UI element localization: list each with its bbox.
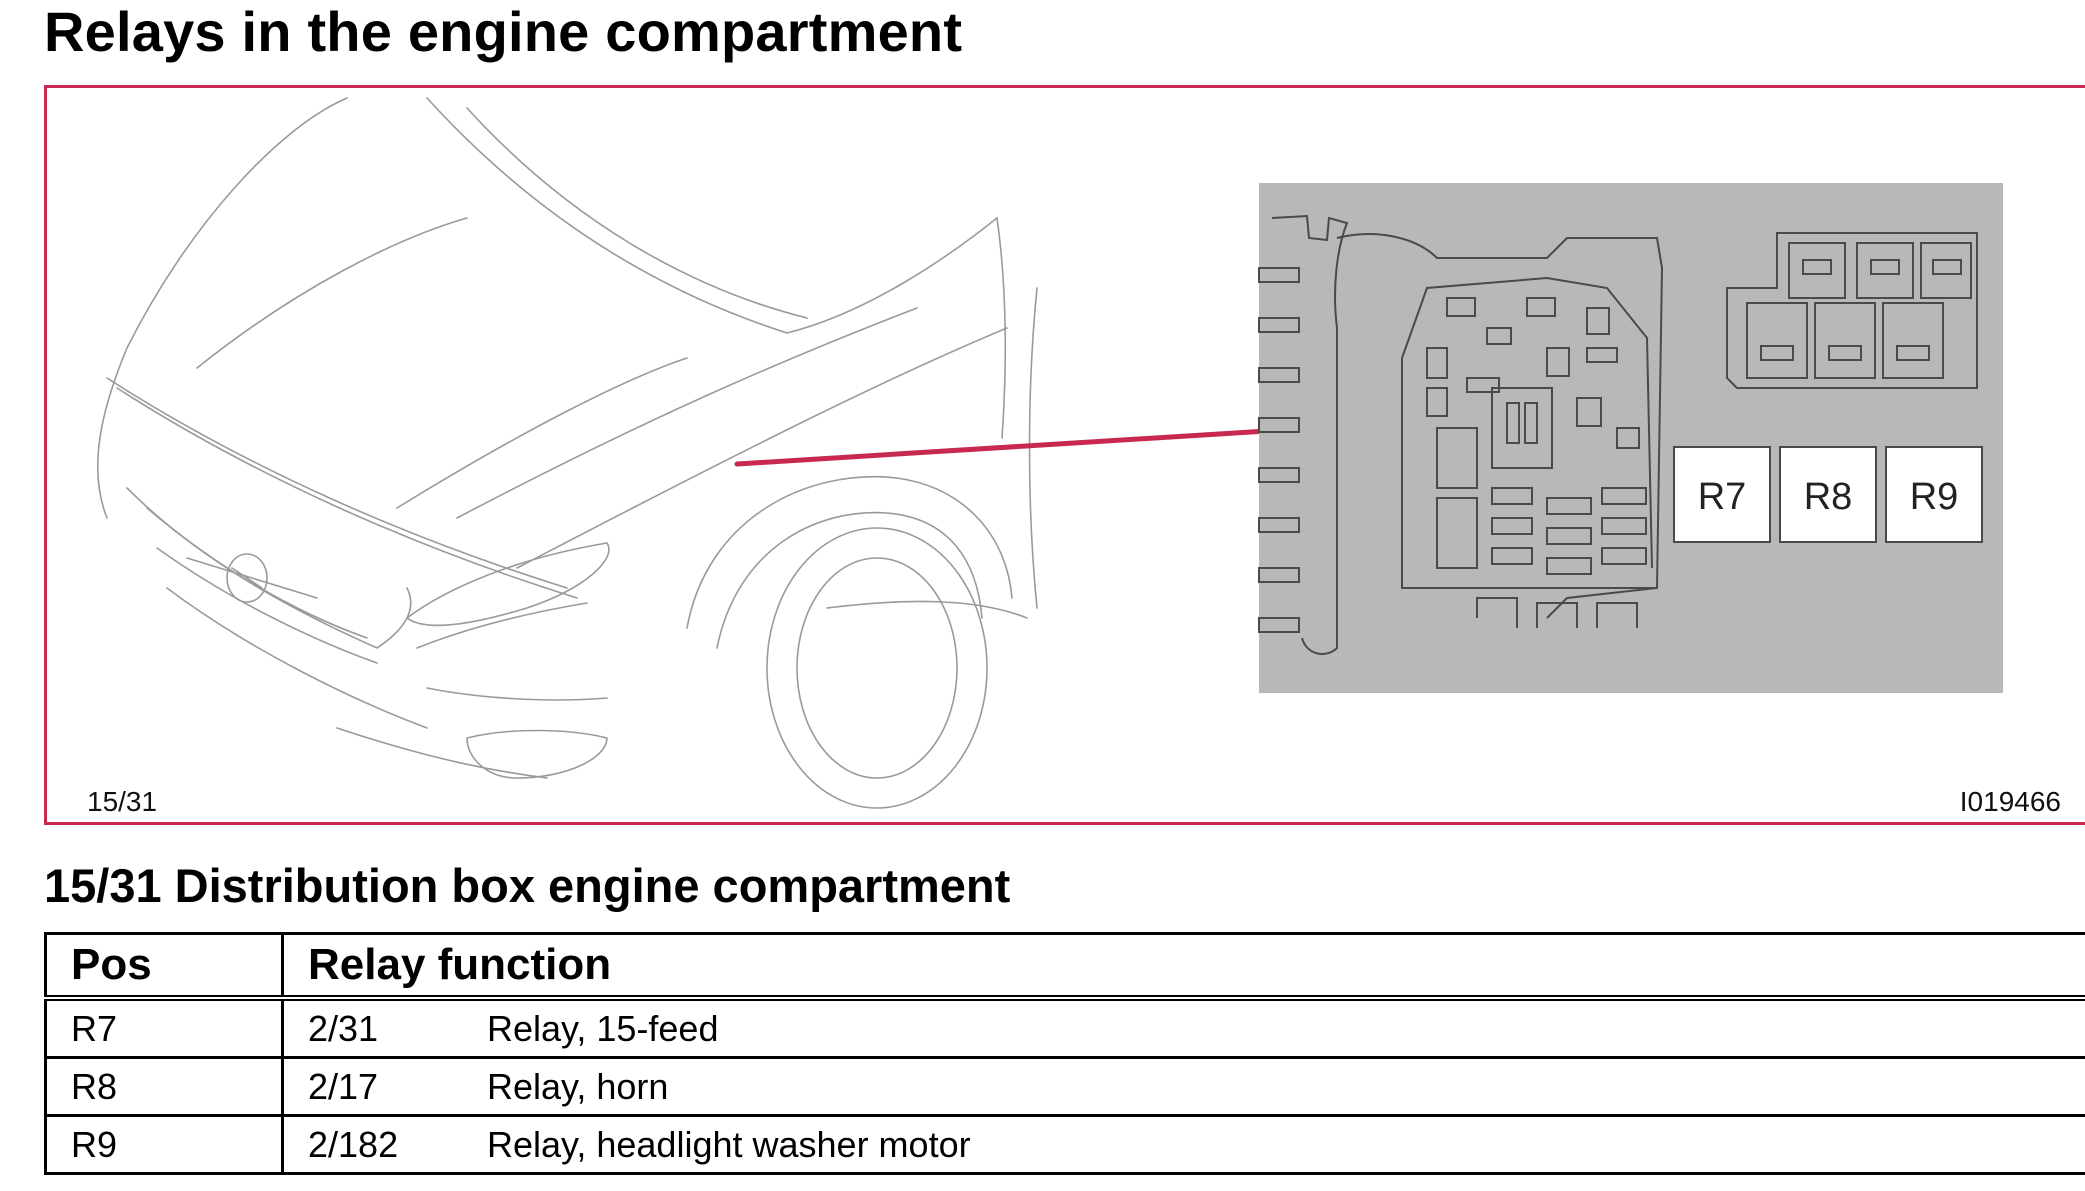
relay-box-r8 (1779, 446, 1877, 543)
relay-box-r7 (1673, 446, 1771, 543)
page-title: Relays in the engine compartment (44, 0, 963, 63)
cell-pos: R7 (44, 996, 284, 1059)
cell-code: 2/17 (282, 1056, 463, 1117)
car-illustration (97, 97, 1038, 809)
cell-function: Relay, headlight washer motor (463, 1114, 2085, 1175)
cell-function: Relay, 15-feed (463, 996, 2085, 1059)
table-row: R8 2/17 Relay, horn (44, 1056, 2085, 1117)
relay-table: Pos Relay function R7 2/31 Relay, 15-fee… (44, 932, 2085, 1175)
distribution-box-panel: R7 R8 R9 (1258, 183, 2003, 693)
relay-label-r7: R7 (1698, 476, 1747, 518)
table-row: R7 2/31 Relay, 15-feed (44, 996, 2085, 1059)
table-header-row: Pos Relay function (44, 932, 2085, 1001)
section-title: 15/31 Distribution box engine compartmen… (44, 859, 1011, 912)
header-pos: Pos (44, 932, 284, 1001)
table-row: R9 2/182 Relay, headlight washer motor (44, 1114, 2085, 1175)
panel-background (1259, 183, 2003, 693)
header-relay-function: Relay function (282, 932, 2085, 1001)
figure-ref-left: 15/31 (87, 786, 158, 817)
engine-compartment-figure: R7 R8 R9 15/31 I019466 (44, 85, 2085, 825)
cell-code: 2/182 (282, 1114, 463, 1175)
cell-code: 2/31 (282, 996, 463, 1059)
pointer-line (734, 425, 1318, 467)
figure-ref-right: I019466 (1959, 786, 2061, 817)
relay-box-r9 (1885, 446, 1983, 543)
cell-pos: R8 (44, 1056, 284, 1117)
figure-drawing: R7 R8 R9 (97, 97, 2003, 809)
relay-label-r8: R8 (1804, 476, 1853, 518)
cell-function: Relay, horn (463, 1056, 2085, 1117)
cell-pos: R9 (44, 1114, 284, 1175)
relay-label-r9: R9 (1910, 476, 1959, 518)
